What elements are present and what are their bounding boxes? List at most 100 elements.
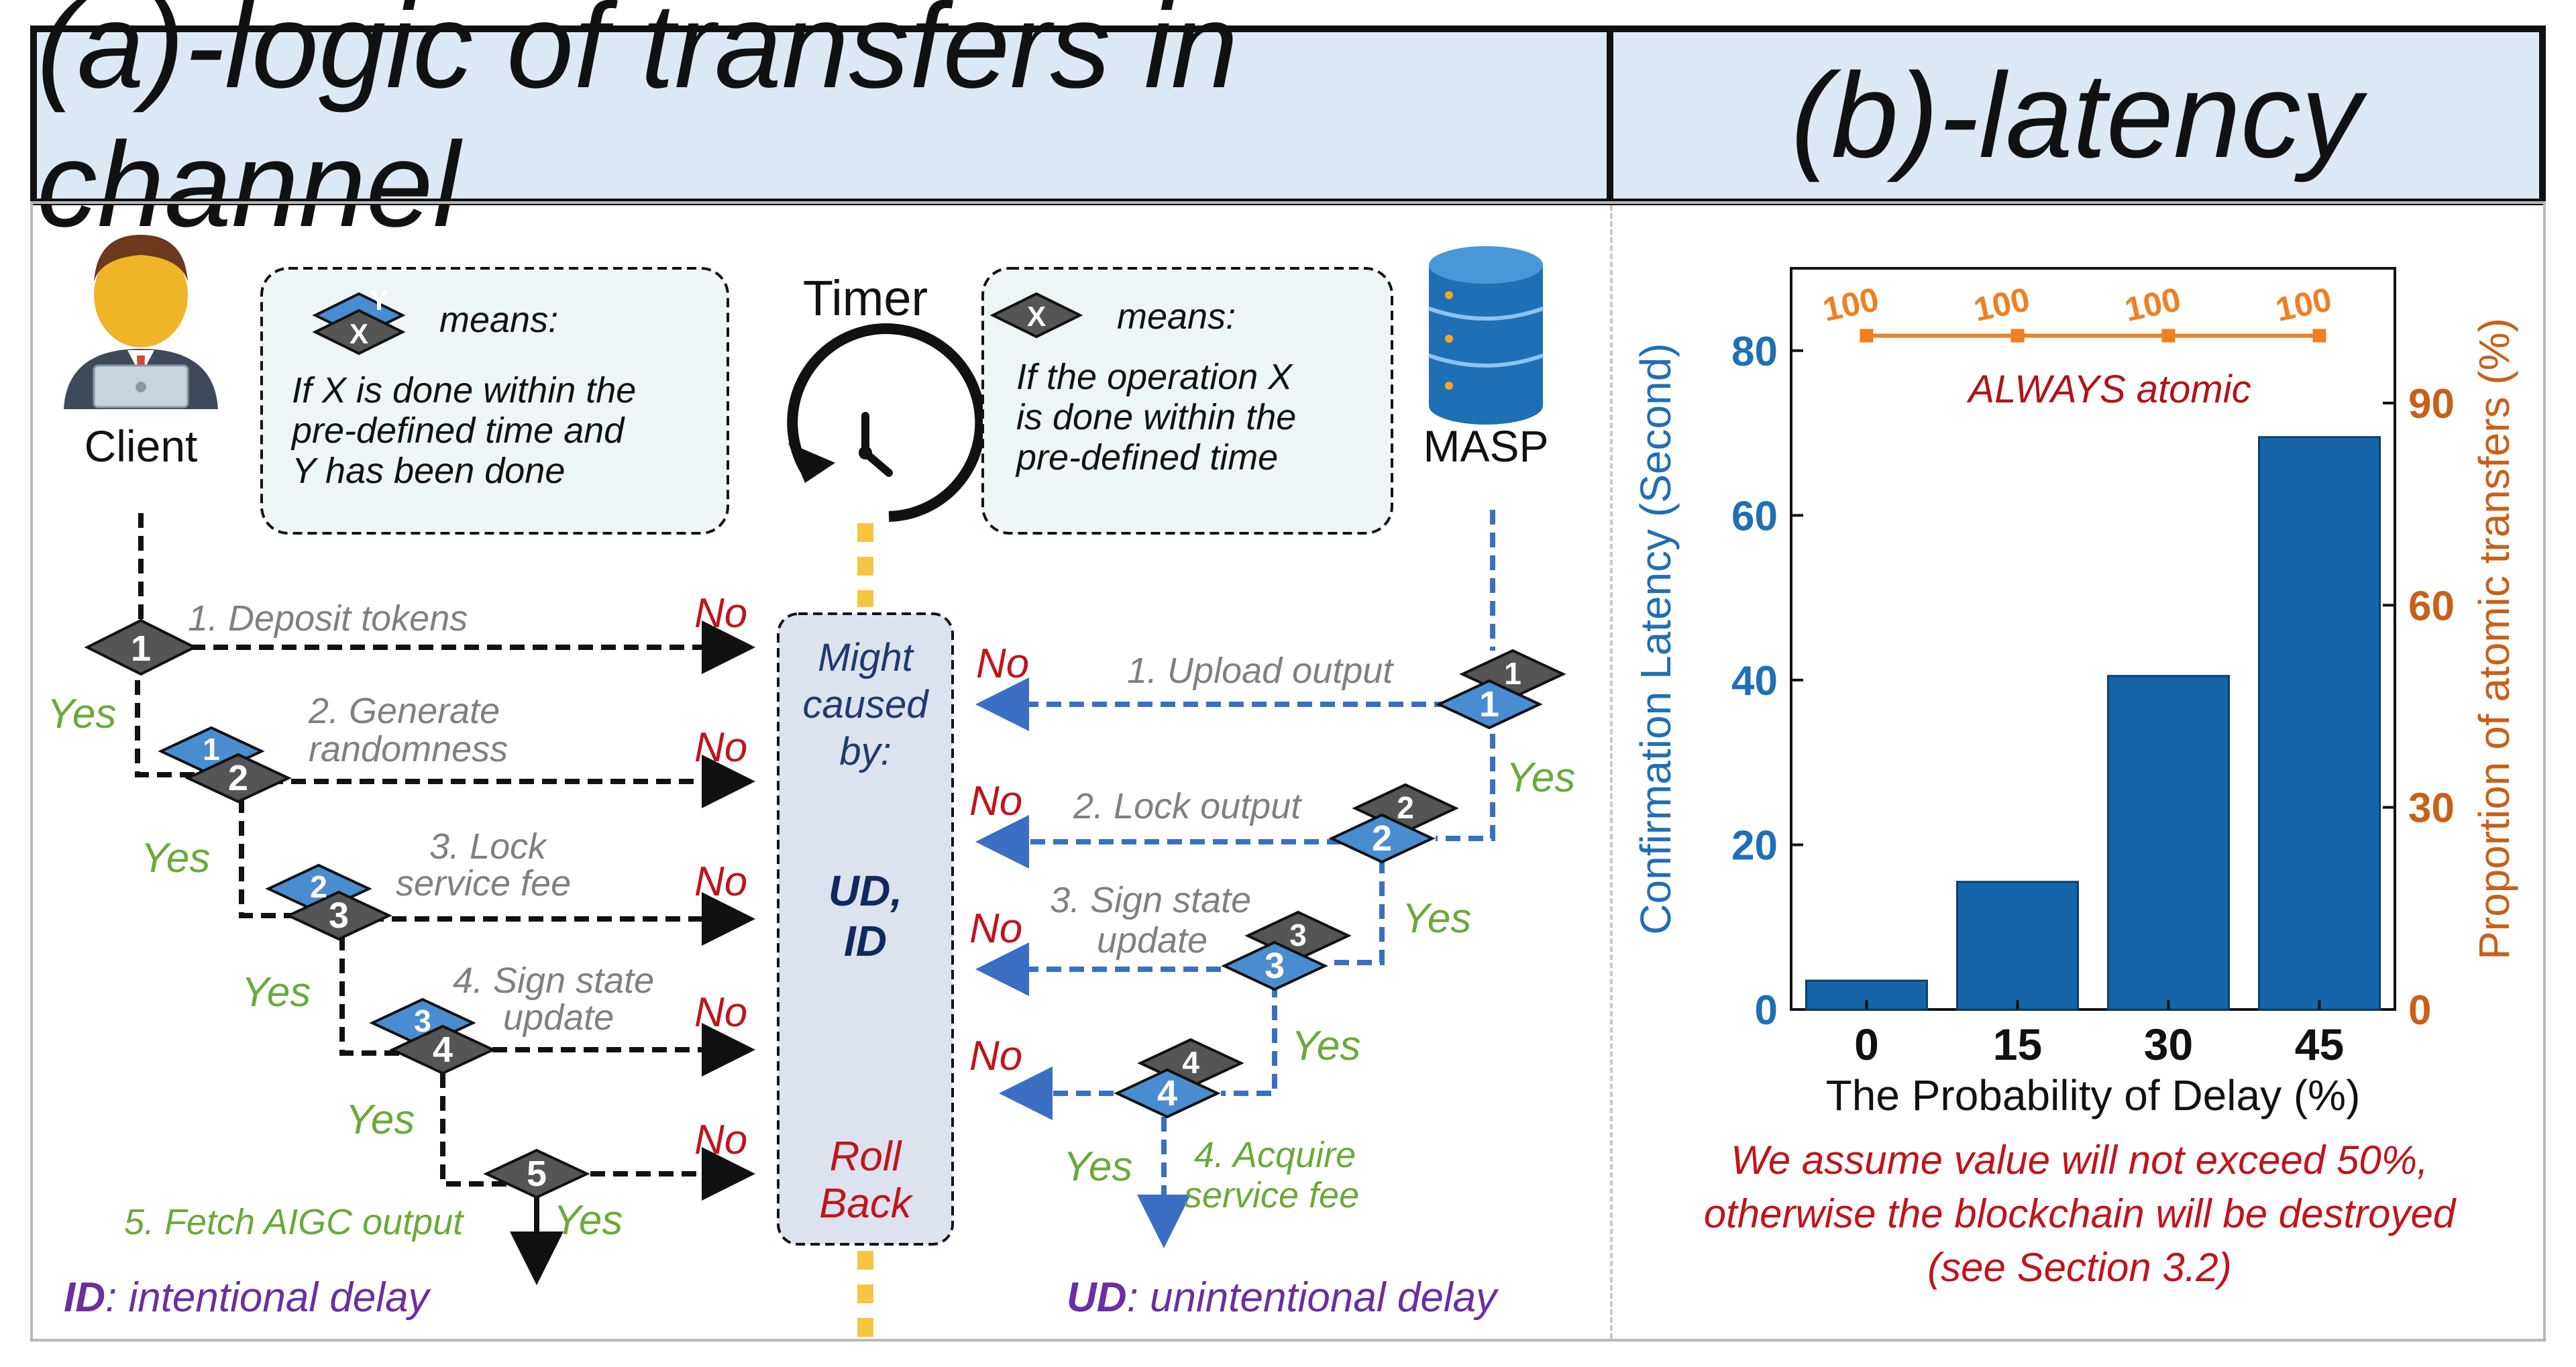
masp-no-1: No xyxy=(976,641,1029,687)
svg-text:2: 2 xyxy=(228,758,248,798)
masp-diamond-3: 3 3 xyxy=(1221,910,1352,991)
client-no-2: No xyxy=(694,724,747,771)
masp-yes-1: Yes xyxy=(1506,755,1575,801)
center-caused: caused xyxy=(802,683,929,726)
acquire-fee-label-b: service fee xyxy=(1184,1175,1359,1215)
client-no-1: No xyxy=(694,590,747,637)
atomic-point-label-15: 100 xyxy=(1970,280,2033,329)
atomic-point-45 xyxy=(2312,329,2326,343)
bar-15 xyxy=(1956,881,2079,1011)
always-atomic-label: ALWAYS atomic xyxy=(1966,368,2251,411)
client-step-1-label: 1. Deposit tokens xyxy=(188,598,468,639)
legend-left-means: means: xyxy=(439,300,558,340)
center-ud: UD, xyxy=(828,867,902,915)
x-tick-label-45: 45 xyxy=(2295,1020,2344,1069)
legend-left-line-2: pre-defined time and xyxy=(290,411,625,451)
svg-text:5: 5 xyxy=(527,1154,547,1194)
y2-axis-label: Proportion of atomic transfers (%) xyxy=(2470,318,2518,960)
x-tick-label-30: 30 xyxy=(2144,1020,2193,1069)
client-yes-3: Yes xyxy=(241,969,311,1016)
atomic-point-0 xyxy=(1860,329,1874,343)
ud-note: UD: unintentional delay xyxy=(1067,1274,1499,1321)
bar-30 xyxy=(2107,675,2230,1011)
client-step-4-label-b: update xyxy=(503,997,614,1038)
y-tick-label-80: 80 xyxy=(1731,329,1778,375)
atomic-point-30 xyxy=(2161,329,2176,343)
client-step-3-label-b: service fee xyxy=(396,863,571,904)
client-diamond-2: 1 2 xyxy=(158,726,292,804)
y2-tick-label-90: 90 xyxy=(2408,381,2455,427)
y2-tick-label-0: 0 xyxy=(2408,987,2431,1034)
atomic-point-label-45: 100 xyxy=(2272,280,2334,329)
masp-diamond-4: 4 4 xyxy=(1114,1038,1244,1119)
panel-divider xyxy=(1610,205,1613,1339)
svg-text:X: X xyxy=(1027,300,1046,332)
client-step-3-label-a: 3. Lock xyxy=(429,826,548,867)
masp-yes-2: Yes xyxy=(1402,895,1471,942)
client-yes-2: Yes xyxy=(141,835,210,881)
svg-text:3: 3 xyxy=(414,1003,431,1038)
atomic-point-15 xyxy=(2010,329,2025,343)
plot-frame xyxy=(1790,267,2396,1011)
svg-text:1: 1 xyxy=(1479,684,1499,724)
atomic-point-label-0: 100 xyxy=(1819,280,1882,329)
assumption-note-3: (see Section 3.2) xyxy=(1927,1245,2232,1290)
svg-text:Y: Y xyxy=(370,284,388,316)
timer-icon xyxy=(787,323,986,522)
client-no-3: No xyxy=(694,859,747,905)
svg-text:3: 3 xyxy=(1265,946,1285,986)
legend-right-means: means: xyxy=(1117,296,1236,337)
svg-text:1: 1 xyxy=(131,628,151,669)
assumption-note-2: otherwise the blockchain will be destroy… xyxy=(1704,1191,2457,1236)
masp-flow-lines xyxy=(1221,510,1495,1096)
x-axis-label: The Probability of Delay (%) xyxy=(1826,1071,2361,1119)
legend-right-box xyxy=(981,267,1393,535)
svg-text:3: 3 xyxy=(1289,918,1307,952)
masp-no-2: No xyxy=(969,778,1022,824)
masp-step-3-label-a: 3. Sign state xyxy=(1050,880,1251,920)
masp-label: MASP xyxy=(1423,421,1548,471)
x-tick-label-15: 15 xyxy=(1993,1020,2042,1069)
y-axis-label: Confirmation Latency (Second) xyxy=(1631,343,1680,934)
svg-text:1: 1 xyxy=(1504,656,1521,691)
client-diamond-5: 5 xyxy=(483,1148,590,1199)
center-roll: Roll xyxy=(830,1134,903,1180)
timer-label: Timer xyxy=(803,270,928,326)
masp-yes-3: Yes xyxy=(1291,1023,1360,1069)
transfer-logic-diagram: Client MASP Timer Y X xyxy=(47,235,1575,1338)
figure-frame xyxy=(30,201,2546,1342)
x-tick-label-0: 0 xyxy=(1854,1020,1879,1069)
masp-diamond-1: 1 1 xyxy=(1436,649,1566,730)
center-cause-box xyxy=(777,612,954,1246)
y-tick-label-40: 40 xyxy=(1731,658,1778,704)
svg-text:2: 2 xyxy=(310,869,327,904)
client-yes-1: Yes xyxy=(47,691,116,737)
client-diamond-4: 3 4 xyxy=(369,997,496,1075)
svg-text:2: 2 xyxy=(1372,818,1392,859)
masp-database-icon xyxy=(1428,246,1544,425)
center-id: ID xyxy=(844,917,887,965)
svg-text:1: 1 xyxy=(203,732,220,767)
legend-right-diamond: X xyxy=(989,292,1083,339)
masp-no-3: No xyxy=(969,906,1022,952)
legend-right-line-1: If the operation X xyxy=(1016,357,1293,397)
y-tick-label-20: 20 xyxy=(1731,822,1778,869)
masp-no-4: No xyxy=(969,1033,1022,1079)
legend-left-line-1: If X is done within the xyxy=(292,370,636,411)
panel-b-title: (b)-latency xyxy=(1607,25,2546,205)
svg-text:X: X xyxy=(350,318,368,349)
center-by: by: xyxy=(839,730,891,773)
id-note: ID: intentional delay xyxy=(64,1274,432,1321)
masp-step-3-label-b: update xyxy=(1097,920,1208,961)
y2-tick-label-30: 30 xyxy=(2408,785,2455,832)
center-back: Back xyxy=(819,1181,914,1227)
masp-yes-4: Yes xyxy=(1063,1144,1132,1190)
atomic-point-label-30: 100 xyxy=(2121,280,2184,329)
center-might: Might xyxy=(818,636,915,679)
masp-step-1-label: 1. Upload output xyxy=(1127,651,1394,691)
bar-45 xyxy=(2258,436,2381,1011)
client-yes-5: Yes xyxy=(553,1197,623,1244)
y2-tick-label-60: 60 xyxy=(2408,583,2455,629)
y-tick-label-60: 60 xyxy=(1731,493,1778,539)
